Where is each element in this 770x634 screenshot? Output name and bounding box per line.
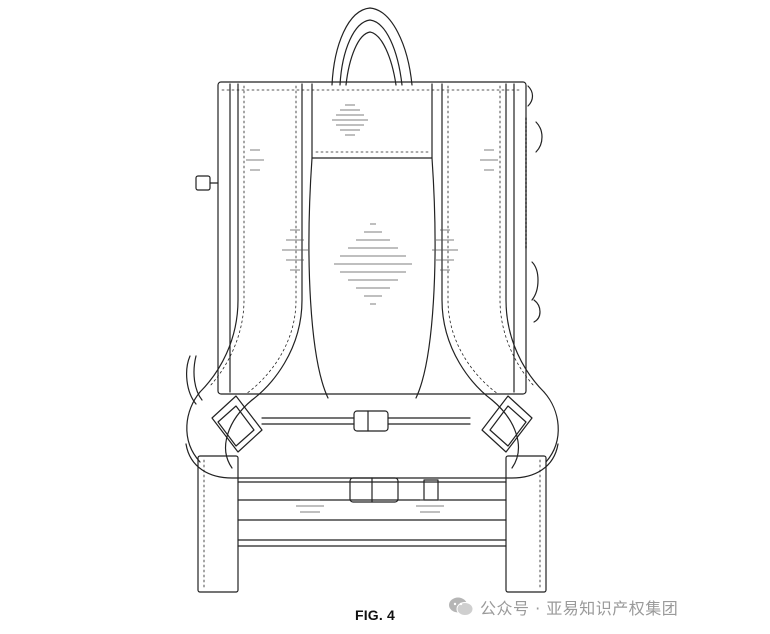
figure-label: FIG. 4 <box>354 607 396 623</box>
right-strap-adjuster <box>481 395 533 453</box>
left-strap-adjuster <box>211 395 263 453</box>
left-shoulder-strap <box>186 83 303 469</box>
left-side-details <box>186 175 219 405</box>
wechat-icon <box>449 597 474 616</box>
waist-belt <box>185 443 559 593</box>
shading-marks <box>246 104 498 513</box>
sternum-strap <box>261 410 471 432</box>
top-handle <box>331 7 413 86</box>
back-panel <box>308 83 436 399</box>
watermark-text: 公众号 · 亚易知识产权集团 <box>480 599 679 618</box>
sternum-buckle <box>353 410 389 432</box>
right-side-details <box>525 85 543 323</box>
watermark: 公众号 · 亚易知识产权集团 <box>448 593 678 621</box>
backpack-body <box>217 81 527 395</box>
right-shoulder-strap <box>441 83 559 469</box>
